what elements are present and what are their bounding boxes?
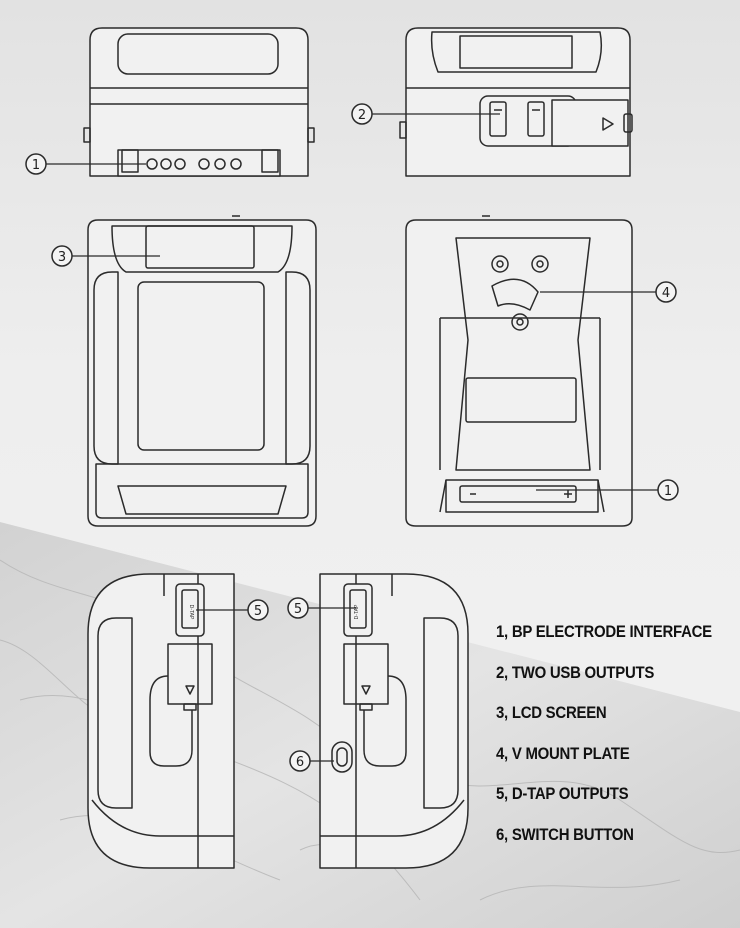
dtap-label-right: D-TAP — [354, 604, 360, 619]
legend-item-lcd-screen: 3, LCD SCREEN — [496, 703, 607, 722]
callout-4-vmount: 4 — [662, 286, 670, 301]
callout-6-switch: 6 — [296, 755, 304, 770]
callout-1-bp-top: 1 — [32, 158, 40, 173]
legend-item-bp-interface: 1, BP ELECTRODE INTERFACE — [496, 622, 712, 641]
top-view-left — [83, 27, 315, 177]
callout-2-usb: 2 — [358, 108, 366, 123]
front-view-lcd — [87, 215, 317, 527]
leader-lines — [46, 113, 658, 762]
side-view-left — [87, 573, 235, 869]
callout-3-lcd: 3 — [58, 250, 66, 265]
top-view-right — [399, 27, 633, 177]
back-view-vmount — [405, 215, 633, 527]
callout-circles — [25, 103, 679, 772]
side-view-right — [319, 573, 469, 869]
dtap-label-left: D-TAP — [188, 605, 194, 620]
legend-item-dtap-outputs: 5, D-TAP OUTPUTS — [496, 784, 629, 803]
callout-5-dtap-right: 5 — [294, 602, 302, 617]
legend-item-usb-outputs: 2, TWO USB OUTPUTS — [496, 662, 655, 682]
legend-item-v-mount-plate: 4, V MOUNT PLATE — [496, 743, 630, 763]
legend-item-switch-button: 6, SWITCH BUTTON — [496, 824, 634, 844]
bp-pins — [146, 158, 242, 170]
callout-5-dtap-left: 5 — [254, 604, 262, 619]
legend: 1, BP ELECTRODE INTERFACE 2, TWO USB OUT… — [496, 612, 736, 855]
callout-1-bp-back: 1 — [664, 484, 672, 499]
